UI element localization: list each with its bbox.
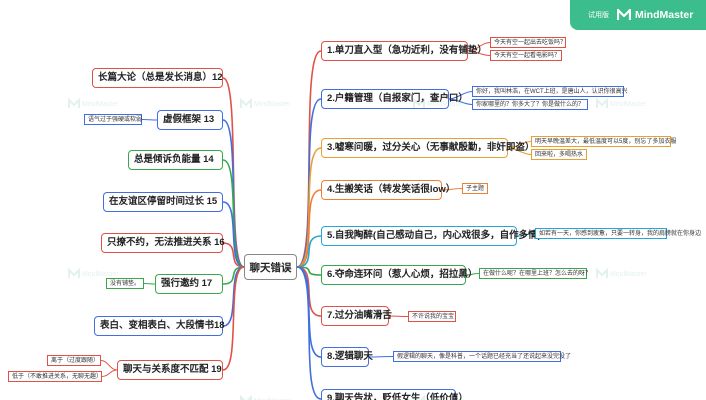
- subtopic-note[interactable]: 低于（不敢推进关系，无聊无趣）: [8, 371, 102, 382]
- branch-connector: [296, 266, 322, 400]
- branch-connector: [222, 159, 245, 268]
- left-topic-node[interactable]: 总是倾诉负能量 14: [128, 150, 223, 170]
- watermark-logo-icon: [240, 98, 252, 108]
- watermark: MindMaster: [240, 98, 291, 110]
- subtopic-note[interactable]: 离于（过度跟随）: [47, 355, 101, 366]
- watermark: MindMaster: [413, 395, 464, 400]
- right-topic-node[interactable]: 5.自我陶醉(自己感动自己，内心戏很多，自作多情): [321, 226, 541, 246]
- subtopic-note[interactable]: 在做什么呢？在哪里上班？怎么去的呀？: [479, 268, 591, 279]
- watermark-text: MindMaster: [82, 270, 119, 278]
- watermark-logo-icon: [596, 98, 608, 108]
- subtopic-note[interactable]: 没有铺垫。: [106, 278, 144, 289]
- subtopic-note[interactable]: 如若有一天，你感到疲惫，只要一转身，我的肩膀就在你身边: [535, 228, 701, 239]
- left-topic-node[interactable]: 只撩不约，无法推进关系 16: [101, 233, 225, 253]
- right-topic-node[interactable]: 3.嘘寒问暖，过分关心（无事献殷勤，非奸即盗）: [321, 138, 534, 158]
- mindmaster-logo-icon: [617, 8, 631, 20]
- subtopic-note[interactable]: 你家哪里的？你多大了？你是做什么的？: [472, 99, 588, 110]
- right-topic-node[interactable]: 7.过分油嘴滑舌: [321, 306, 392, 326]
- branch-connector: [222, 201, 245, 268]
- branch-connector: [222, 266, 245, 285]
- watermark: MindMaster: [596, 268, 647, 280]
- subtopic-note[interactable]: 明天早晚温差大，最低温度可以5度，别忘了多加衣服: [531, 136, 676, 147]
- right-topic-node[interactable]: 1.单刀直入型（急功近利，没有铺垫）: [321, 41, 487, 61]
- note-connector: [368, 356, 394, 358]
- note-connector: [448, 98, 473, 105]
- note-connector: [465, 273, 480, 276]
- watermark-text: MindMaster: [254, 100, 291, 108]
- watermark: MindMaster: [68, 98, 119, 110]
- left-topic-node[interactable]: 长篇大论（总是发长消息）12: [92, 68, 223, 88]
- branch-connector: [296, 266, 322, 317]
- right-topic-node[interactable]: 2.户籍管理（自报家门，查户口）: [321, 89, 468, 109]
- subtopic-note[interactable]: 语气过于强硬或软弱: [84, 114, 142, 125]
- subtopic-note[interactable]: 子主题: [462, 183, 488, 194]
- brand-badge: 试用版 MindMaster: [570, 0, 706, 30]
- branch-connector: [296, 235, 322, 268]
- left-topic-node[interactable]: 在友谊区停留时间过长 15: [103, 192, 223, 212]
- watermark-text: MindMaster: [82, 100, 119, 108]
- trial-label: 试用版: [588, 12, 609, 19]
- subtopic-note[interactable]: 不许说我的宝宝: [408, 311, 456, 322]
- watermark-logo-icon: [68, 268, 80, 278]
- watermark-logo-icon: [240, 395, 252, 400]
- left-topic-node[interactable]: 表白、变相表白、大段情书18: [94, 316, 225, 336]
- note-connector: [143, 283, 156, 285]
- note-connector: [516, 233, 536, 237]
- watermark: MindMaster: [413, 98, 464, 110]
- subtopic-note[interactable]: 今天有空一起看电影吗？: [490, 50, 562, 61]
- right-topic-node[interactable]: 9.聊天告状，贬低女生（低价值）: [321, 389, 468, 400]
- note-connector: [388, 315, 409, 317]
- watermark: MindMaster: [240, 395, 291, 400]
- watermark-logo-icon: [413, 98, 425, 108]
- note-connector: [141, 119, 158, 121]
- note-connector: [467, 50, 491, 56]
- watermark-logo-icon: [68, 98, 80, 108]
- right-topic-node[interactable]: 6.夺命连环问（惹人心烦，招拉黑）: [321, 265, 477, 285]
- note-connector: [441, 188, 463, 191]
- watermark-text: MindMaster: [610, 100, 647, 108]
- watermark: MindMaster: [68, 268, 119, 280]
- right-topic-node[interactable]: 8.逻辑聊天: [321, 347, 373, 367]
- right-topic-node[interactable]: 4.生搬笑话（转发笑话很low）: [321, 180, 455, 200]
- brand-name: MindMaster: [635, 9, 694, 21]
- watermark-logo-icon: [596, 268, 608, 278]
- note-connector: [507, 147, 532, 155]
- watermark-text: MindMaster: [254, 398, 291, 400]
- note-connector: [100, 360, 118, 371]
- branch-connector: [222, 242, 245, 268]
- branch-connector: [222, 266, 245, 371]
- note-connector: [101, 369, 118, 377]
- watermark-logo-icon: [413, 395, 425, 400]
- subtopic-note[interactable]: 你好，我叫林浩，在WCT上班，是唐山人，认识你很高兴: [472, 86, 628, 97]
- subtopic-note[interactable]: 今天有空一起出去吃饭吗？: [490, 37, 566, 48]
- left-topic-node[interactable]: 聊天与关系度不匹配 19: [117, 360, 223, 380]
- watermark-text: MindMaster: [610, 270, 647, 278]
- central-topic[interactable]: 聊天错误: [244, 254, 297, 280]
- branch-connector: [296, 147, 322, 268]
- subtopic-note[interactable]: 假逻辑的聊天，像是科普，一个话题已经充当了还说起来没完没了: [393, 351, 571, 362]
- subtopic-note[interactable]: 回来啦，多喝热水: [531, 149, 587, 160]
- watermark-text: MindMaster: [427, 398, 464, 400]
- watermark: MindMaster: [596, 98, 647, 110]
- left-topic-node[interactable]: 虚假框架 13: [157, 110, 223, 130]
- branch-connector: [296, 189, 322, 268]
- watermark-text: MindMaster: [427, 100, 464, 108]
- left-topic-node[interactable]: 强行邀约 17: [155, 274, 223, 294]
